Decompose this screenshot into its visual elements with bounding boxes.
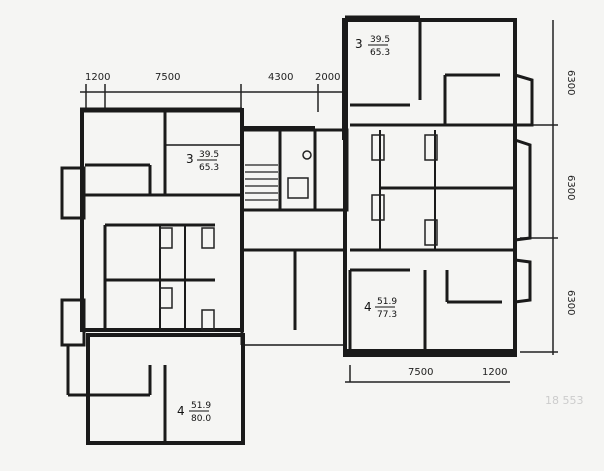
apartment-label: 3 39.5 65.3 bbox=[355, 35, 390, 58]
vent-shafts bbox=[159, 134, 438, 331]
elevator-marker bbox=[302, 150, 312, 160]
svg-text:4: 4 bbox=[364, 300, 372, 314]
svg-text:80.0: 80.0 bbox=[191, 414, 211, 424]
dim-bottom-1: 7500 bbox=[408, 367, 433, 378]
svg-text:39.5: 39.5 bbox=[370, 35, 390, 45]
dim-top-2: 7500 bbox=[155, 72, 180, 83]
dim-top-4: 2000 bbox=[315, 72, 340, 83]
svg-text:77.3: 77.3 bbox=[377, 310, 397, 320]
svg-text:4: 4 bbox=[177, 404, 185, 418]
svg-text:3: 3 bbox=[186, 152, 194, 166]
corner-mark: 18 553 bbox=[545, 394, 584, 407]
dim-top-1: 1200 bbox=[85, 72, 110, 83]
dim-right-2: 6300 bbox=[565, 175, 576, 200]
apartment-label: 4 51.9 77.3 bbox=[364, 297, 397, 320]
apartment-label: 4 51.9 80.0 bbox=[177, 401, 211, 424]
right-dimension-line bbox=[520, 20, 558, 355]
elevator-shaft bbox=[287, 177, 309, 199]
walls bbox=[60, 15, 534, 445]
svg-text:65.3: 65.3 bbox=[370, 48, 390, 58]
svg-text:51.9: 51.9 bbox=[191, 401, 211, 411]
svg-text:3: 3 bbox=[355, 37, 363, 51]
dim-right-3: 6300 bbox=[565, 290, 576, 315]
dim-right-1: 6300 bbox=[565, 70, 576, 95]
bottom-dimension-line bbox=[345, 365, 510, 383]
svg-text:51.9: 51.9 bbox=[377, 297, 397, 307]
dim-top-3: 4300 bbox=[268, 72, 293, 83]
svg-text:39.5: 39.5 bbox=[199, 150, 219, 160]
apartment-label: 3 39.5 65.3 bbox=[186, 150, 219, 173]
staircase bbox=[245, 164, 278, 201]
dim-bottom-2: 1200 bbox=[482, 367, 507, 378]
top-dimension-line bbox=[80, 84, 345, 112]
svg-text:65.3: 65.3 bbox=[199, 163, 219, 173]
